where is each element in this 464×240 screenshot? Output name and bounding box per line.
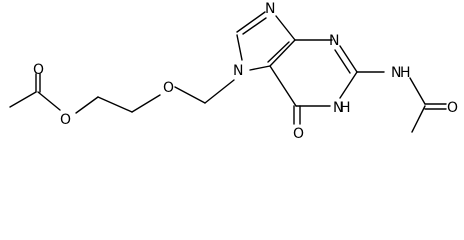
atom-o-carbonyl-ring: O — [293, 126, 304, 142]
bond-ch2-n7 — [204, 79, 235, 104]
bond-amide-methyl — [411, 105, 426, 133]
bond-acetyl-methyl — [9, 91, 37, 108]
bond-ester-o-ch2 — [75, 96, 99, 114]
atom-labels: N N N N H N H O O O O O — [33, 1, 458, 142]
atom-o-ester: O — [60, 112, 71, 128]
bond-ester-c-o — [37, 91, 61, 111]
atom-n-amide: N — [391, 65, 401, 81]
atom-o-amide: O — [447, 100, 458, 116]
molecular-structure-diagram: N N N N H N H O O O O O — [9, 1, 458, 142]
atom-n3: N — [329, 33, 339, 49]
bond-lines — [9, 11, 447, 133]
atom-o-ester-carbonyl: O — [33, 62, 44, 78]
atom-n1: N — [333, 100, 343, 116]
bond-n3-c2-1 — [339, 45, 358, 73]
atom-h-amide: H — [400, 65, 411, 81]
bond-c8-n9-2 — [242, 17, 267, 35]
atom-o-ether: O — [163, 80, 174, 96]
atom-h1: H — [340, 100, 351, 116]
bond-n3-c2-2 — [334, 49, 351, 74]
bond-nh-amide-c — [409, 77, 426, 105]
bond-c2-n1 — [339, 71, 358, 99]
bond-c6-c5 — [269, 65, 297, 107]
bond-c4-c5-1 — [269, 39, 296, 67]
bond-ch2-ether-o — [131, 94, 161, 113]
atom-n7: N — [233, 63, 243, 79]
bond-ethylene — [97, 96, 133, 113]
bond-c4-c5-2 — [267, 41, 290, 63]
bond-n9-c4 — [275, 15, 296, 41]
atom-n-imidazole-top: N — [265, 1, 275, 17]
bond-n7-c5 — [249, 65, 271, 71]
bond-n7-c8 — [236, 34, 243, 61]
bond-ether-o-ch2 — [174, 86, 206, 104]
bond-c8-n9-1 — [236, 11, 266, 33]
